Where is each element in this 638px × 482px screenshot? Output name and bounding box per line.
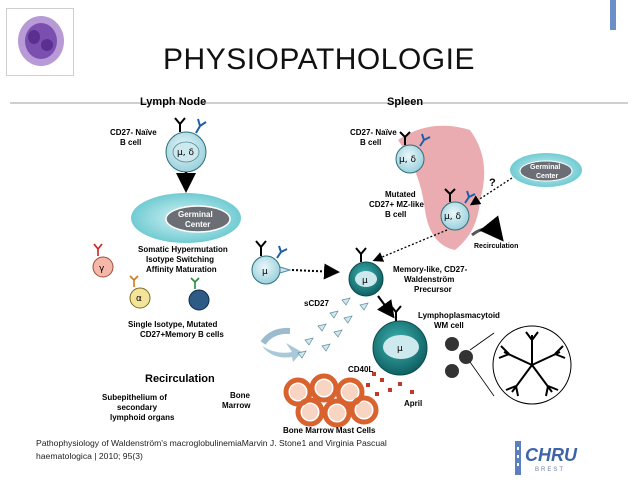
april-label: April: [404, 399, 422, 408]
lympho-label-1: Lymphoplasmacytoid: [418, 311, 500, 320]
somatic-line-2: Isotype Switching: [146, 255, 214, 264]
cd40l-markers: [366, 372, 392, 396]
single-isotype-1: Single Isotype, Mutated: [128, 320, 217, 329]
mu-label-center: μ: [262, 267, 268, 277]
mu-label-wm: μ: [397, 344, 403, 354]
mutated-label-2: CD27+ MZ-like: [369, 200, 424, 209]
germinal-label-1: Germinal: [178, 210, 213, 219]
chru-logo-subtext: BREST: [535, 467, 565, 473]
somatic-line-1: Somatic Hypermutation: [138, 245, 228, 254]
recirculation-label-small: Recirculation: [474, 243, 518, 250]
bone-marrow-label-2: Marrow: [222, 401, 251, 410]
single-isotype-2: CD27+Memory B cells: [140, 330, 224, 339]
recirculation-arc: [260, 327, 291, 345]
zoom-line-bottom: [469, 361, 495, 397]
mutated-label-1: Mutated: [385, 190, 416, 199]
naive-right-label-2: B cell: [360, 138, 381, 147]
mu-label-precursor: μ: [362, 276, 368, 286]
arrow-precursor-to-wm: [377, 295, 395, 319]
page-title: PHYSIOPATHOLOGIE: [163, 43, 475, 76]
caption-line-2: haematologica | 2010; 95(3): [36, 451, 143, 461]
wm-cell: [372, 305, 428, 376]
zoom-line-top: [469, 332, 495, 351]
waldenstrom-precursor-cell: [348, 247, 384, 297]
naive-right-label-1: CD27- Naïve: [350, 128, 397, 137]
cd40l-label: CD40L: [348, 365, 373, 374]
header-lymph-node: Lymph Node: [140, 96, 206, 108]
alpha-label: α: [136, 294, 142, 304]
naive-left-label-1: CD27- Naïve: [110, 128, 157, 137]
somatic-line-3: Affinity Maturation: [146, 265, 217, 274]
mu-delta-left: μ, δ: [177, 148, 194, 158]
subepithelium-1: Subepithelium of: [102, 393, 167, 402]
scd27-label: sCD27: [304, 299, 329, 308]
chru-logo-text: CHRU: [525, 445, 578, 465]
arrow-dotted-to-precursor: [291, 263, 340, 280]
mu-delta-mz: μ, δ: [444, 212, 461, 222]
mutated-label-3: B cell: [385, 210, 406, 219]
recirculation-label-large: Recirculation: [145, 373, 215, 385]
mast-cells: [283, 373, 379, 428]
naive-left-label-2: B cell: [120, 138, 141, 147]
figure-caption: Pathophysiology of Waldenström's macrogl…: [36, 437, 436, 463]
mu-cell-center: [251, 240, 292, 285]
scd27-triangles: [297, 297, 369, 359]
naive-b-cell-left: [165, 117, 207, 173]
recirculation-arrow-small: [471, 215, 504, 242]
gamma-label: γ: [99, 264, 105, 274]
mast-cells-label: Bone Marrow Mast Cells: [283, 426, 376, 435]
memory-like-1: Memory-like, CD27-: [393, 265, 468, 274]
germinal-center-inner: [165, 205, 231, 233]
mz-like-b-cell: [440, 188, 476, 231]
lympho-label-2: WM cell: [434, 321, 464, 330]
april-markers: [398, 382, 414, 394]
chru-logo: CHRU BREST: [513, 437, 593, 477]
title-divider: [10, 102, 628, 104]
igm-pentamer-arms: [498, 331, 566, 397]
epsilon-cell: [188, 277, 210, 311]
subepithelium-3: lymphoid organs: [110, 413, 175, 422]
bone-marrow-label-1: Bone: [230, 391, 251, 400]
germinal-label-2: Center: [185, 220, 210, 229]
accent-bar: [610, 0, 616, 30]
question-mark: ?: [489, 177, 496, 189]
memory-like-3: Precursor: [414, 285, 452, 294]
alpha-cell: [129, 275, 151, 309]
naive-b-cell-right: [395, 131, 431, 174]
gc-small-label-1: Germinal: [530, 164, 560, 171]
gamma-cell: [92, 243, 114, 278]
mast-cells-fill: [290, 380, 372, 421]
memory-like-2: Waldenström: [404, 275, 454, 284]
spleen-shape: [398, 125, 485, 250]
recirculation-arrow-large: [262, 343, 302, 362]
header-spleen: Spleen: [387, 96, 423, 108]
igm-pentamers-small: [445, 337, 473, 378]
germinal-center-small-inner: [519, 160, 573, 182]
slide-logo: [6, 8, 74, 76]
caption-line-1: Pathophysiology of Waldenström's macrogl…: [36, 438, 387, 448]
dotted-mz-to-precursor: [372, 229, 448, 262]
gc-small-label-2: Center: [536, 173, 558, 180]
subepithelium-2: secondary: [117, 403, 158, 412]
mu-delta-right: μ, δ: [399, 155, 416, 165]
